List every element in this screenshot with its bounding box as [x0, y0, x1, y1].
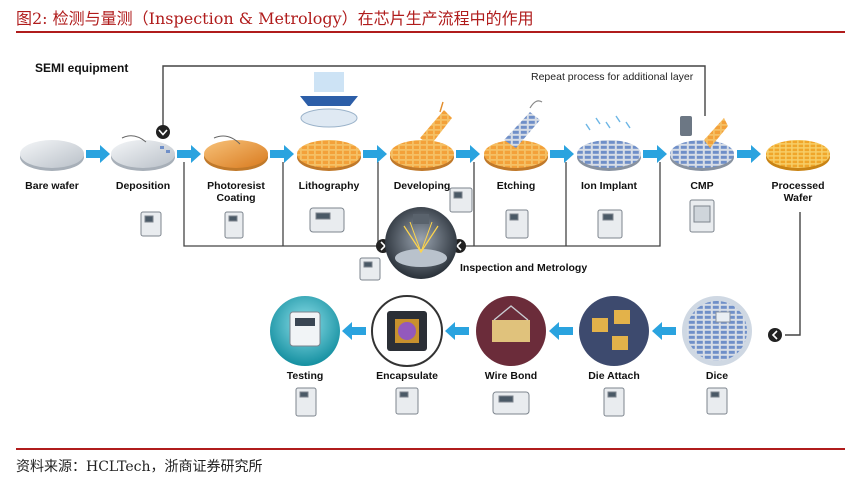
wafer-deposition	[111, 135, 175, 171]
backend-die-attach-image	[579, 296, 649, 366]
equipment-icon	[449, 187, 473, 213]
equipment-icon	[505, 209, 529, 239]
front-end-step-label-3: Lithography	[298, 180, 360, 192]
equipment-icon	[492, 391, 530, 415]
inspection-metrology-image	[385, 207, 457, 279]
bottom-rule	[16, 448, 845, 450]
equipment-icon	[140, 211, 162, 237]
equipment-icon	[395, 387, 419, 415]
back-end-step-label-2: Wire Bond	[484, 370, 538, 382]
equipment-icons-top	[140, 187, 715, 281]
backend-wire-bond-image	[476, 296, 546, 366]
equipment-icons-bottom	[295, 387, 728, 417]
chevron-right-icon	[380, 241, 387, 251]
inspection-bus-line	[183, 162, 661, 247]
chevron-left-icon-2	[771, 330, 778, 340]
back-end-step-label-0: Dice	[705, 370, 729, 382]
equipment-icon	[597, 209, 623, 239]
wafer-photoresist	[204, 135, 268, 171]
backend-connector-line	[785, 212, 801, 336]
equipment-icon	[359, 257, 381, 281]
equipment-icon	[706, 387, 728, 415]
back-end-step-label-4: Testing	[286, 370, 324, 382]
front-end-step-label-5: Etching	[496, 180, 536, 192]
equipment-icon	[224, 211, 244, 239]
source-note: 资料来源：HCLTech，浙商证券研究所	[16, 459, 263, 475]
figure-title: 图2: 检测与量测（Inspection & Metrology）在芯片生产流程…	[16, 9, 534, 28]
front-end-step-label-2: Photoresist Coating	[207, 180, 265, 204]
repeat-loop-marker	[156, 125, 170, 139]
chevron-left-icon	[455, 241, 462, 251]
back-end-step-label-3: Encapsulate	[376, 370, 438, 382]
top-rule	[16, 31, 845, 33]
backend-dice-image	[682, 296, 752, 366]
inspection-metrology-label: Inspection and Metrology	[460, 262, 588, 274]
flow-arrows-top	[86, 145, 761, 163]
front-end-step-label-1: Deposition	[115, 180, 171, 192]
chevron-left-marker-2	[768, 328, 782, 342]
wafer-etching	[484, 100, 548, 171]
equipment-icon	[295, 387, 317, 417]
wafer-developing	[390, 101, 454, 171]
front-end-step-label-0: Bare wafer	[25, 180, 79, 192]
back-end-step-label-1: Die Attach	[588, 370, 640, 382]
front-end-step-label-8: Processed Wafer	[771, 180, 825, 204]
backend-encapsulate-image	[371, 295, 443, 367]
wafer-bare	[20, 140, 84, 171]
wafer-processed	[766, 140, 830, 171]
equipment-icon	[603, 387, 625, 417]
wafer-ion-implant	[577, 115, 641, 171]
backend-testing-image	[270, 296, 340, 366]
wafer-lithography	[297, 72, 361, 171]
repeat-process-note: Repeat process for additional layer	[531, 71, 694, 83]
repeat-loop-line	[162, 65, 706, 132]
flow-arrows-bottom	[342, 322, 676, 340]
wafer-cmp	[670, 116, 734, 171]
equipment-icon	[689, 199, 715, 233]
front-end-step-label-6: Ion Implant	[581, 180, 637, 192]
chevron-down-icon	[158, 129, 168, 136]
equipment-icon	[309, 207, 345, 233]
diagram-heading: SEMI equipment	[35, 61, 129, 75]
front-end-step-label-7: CMP	[690, 180, 714, 192]
front-end-step-label-4: Developing	[393, 180, 451, 192]
